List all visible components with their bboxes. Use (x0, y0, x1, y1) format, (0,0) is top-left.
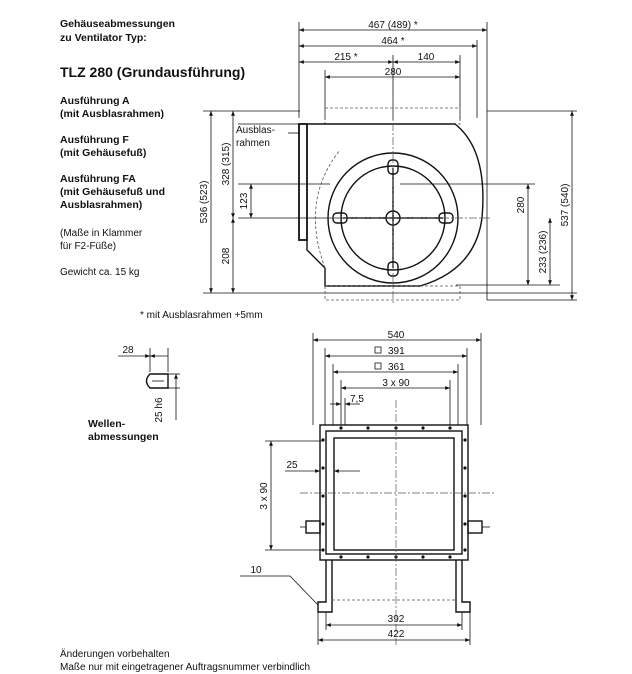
dim-540: 540 (388, 330, 405, 341)
dim-361: 361 (388, 362, 405, 373)
dim-25: 25 (286, 460, 298, 471)
weight-note: Gewicht ca. 15 kg (60, 267, 140, 278)
variant-a-detail: (mit Ausblasrahmen) (60, 108, 165, 120)
dim-140: 140 (418, 52, 435, 63)
dim-467: 467 (489) * (368, 20, 418, 31)
dim-536: 536 (523) (199, 181, 210, 224)
dim-215: 215 * (334, 52, 357, 63)
dim-280-right: 280 (516, 196, 527, 213)
header-line-1: Gehäuseabmessungen (60, 18, 175, 30)
dim-28: 28 (122, 345, 134, 356)
bracket-note-1: (Maße in Klammer (60, 228, 143, 239)
shaft-label-2: abmessungen (88, 431, 159, 443)
variant-f-detail: (mit Gehäusefuß) (60, 147, 147, 159)
variant-f-name: Ausführung F (60, 134, 129, 146)
dim-3x90-top: 3 x 90 (382, 378, 410, 389)
dim-422: 422 (388, 629, 405, 640)
dim-233: 233 (236) (538, 231, 549, 274)
callout-ausblas-2: rahmen (236, 138, 270, 149)
dim-208: 208 (221, 247, 232, 264)
bracket-note-2: für F2-Füße) (60, 241, 117, 252)
dim-464: 464 * (381, 36, 404, 47)
variant-a-name: Ausführung A (60, 95, 130, 107)
variant-fa-name: Ausführung FA (60, 173, 136, 185)
callout-ausblas-1: Ausblas- (236, 125, 275, 136)
model-title: TLZ 280 (Grundausführung) (60, 64, 246, 80)
front-view: 540 391 361 3 x 90 7,5 25 3 x 90 10 392 … (240, 330, 495, 645)
dim-10: 10 (250, 565, 262, 576)
variant-fa-detail: (mit Gehäusefuß und (60, 186, 165, 198)
dim-391: 391 (388, 346, 405, 357)
footnote: * mit Ausblasrahmen +5mm (140, 310, 263, 321)
shaft-label-1: Wellen- (88, 418, 126, 430)
dim-537: 537 (540) (560, 184, 571, 227)
dim-3x90-left: 3 x 90 (259, 482, 270, 510)
header-line-2: zu Ventilator Typ: (60, 32, 147, 44)
side-view: 467 (489) * 464 * 215 * 140 280 536 (523… (199, 20, 577, 305)
dim-328: 328 (315) (221, 143, 232, 186)
dim-7-5: 7,5 (350, 394, 364, 405)
footer-line-2: Maße nur mit eingetragener Auftragsnumme… (60, 662, 311, 673)
shaft-detail: 28 25 h6 (118, 345, 180, 423)
dim-392: 392 (388, 614, 405, 625)
dim-280-top: 280 (385, 67, 402, 78)
bolt-holes (321, 426, 467, 559)
dim-123: 123 (239, 192, 250, 209)
dim-25h6: 25 h6 (154, 397, 165, 422)
footer-line-1: Änderungen vorbehalten (60, 649, 170, 660)
variant-fa-detail-2: Ausblasrahmen) (60, 199, 143, 211)
